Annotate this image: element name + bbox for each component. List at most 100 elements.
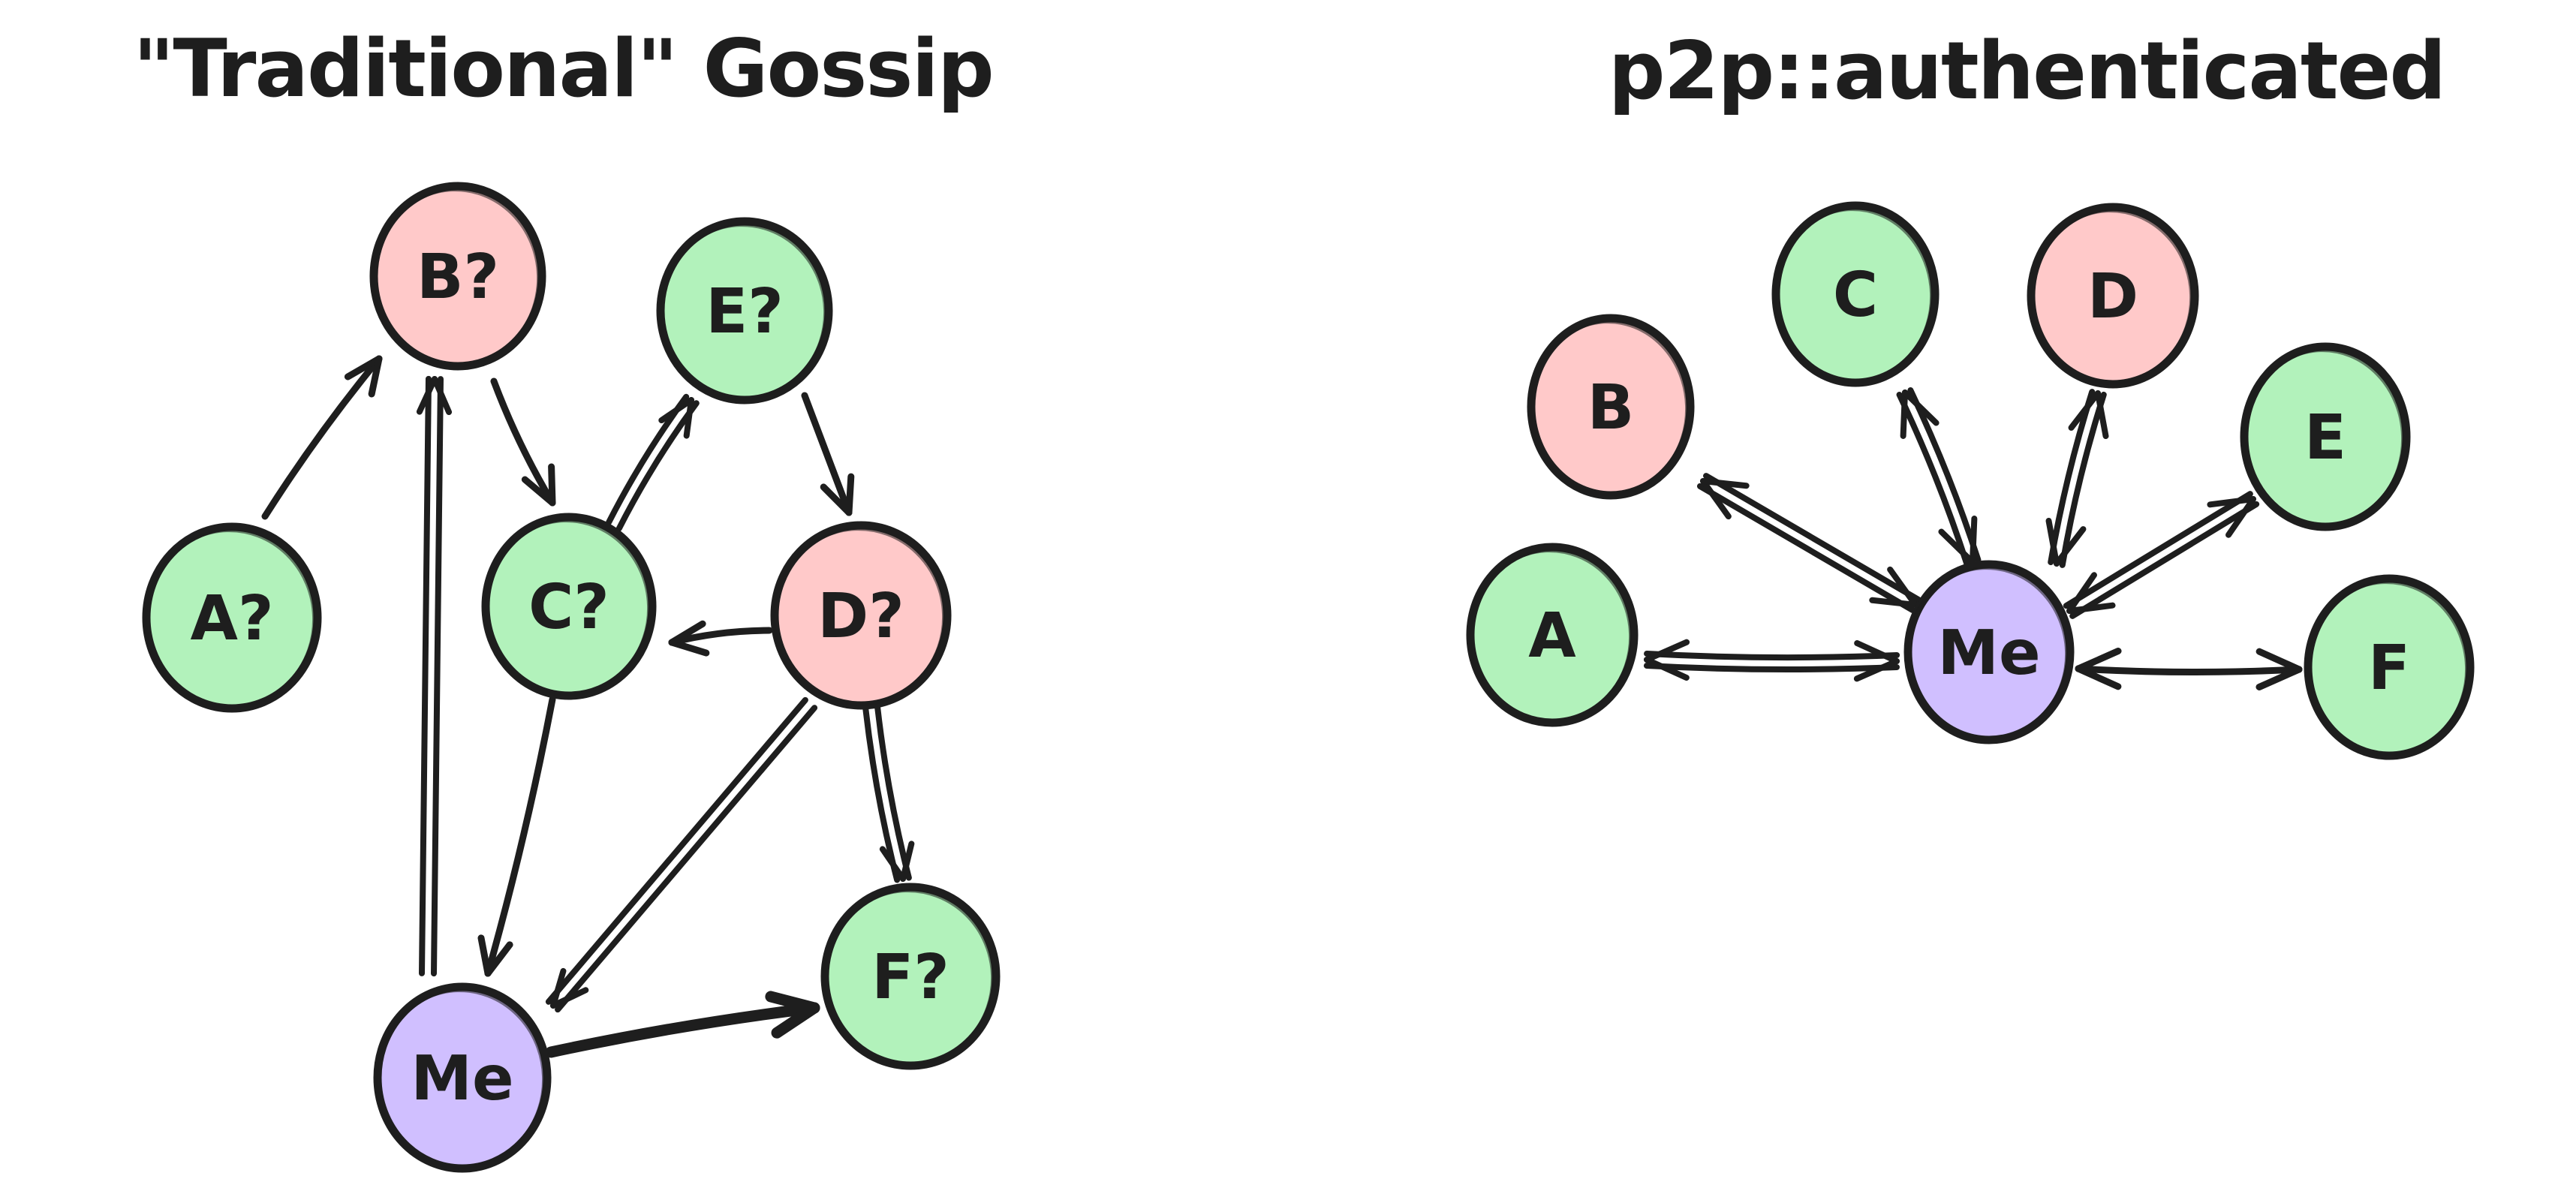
node-traditional-gossip-e: E?: [656, 217, 833, 405]
node-label-traditional-gossip-c: C?: [528, 572, 609, 643]
edge-traditional-gossip-a-to-b-arrowhead: [368, 355, 383, 398]
node-circle-sketch-b: [1529, 320, 1689, 497]
node-label-traditional-gossip-me: Me: [411, 1043, 513, 1114]
node-circle-sketch-e: [658, 224, 827, 402]
node-label-traditional-gossip-d: D?: [817, 581, 904, 652]
edge-traditional-gossip-me-to-f-arrowhead: [771, 1002, 820, 1039]
node-circle-sketch-d: [772, 528, 946, 707]
node-p2p-authenticated-a: A: [1466, 543, 1639, 727]
node-traditional-gossip-me: Me: [373, 982, 552, 1173]
edge-traditional-gossip-c-to-e-arrowhead: [683, 397, 694, 439]
edge-traditional-gossip-b-to-c-arrowhead: [521, 476, 556, 507]
edge-p2p-authenticated-me-e-arrowhead: [2066, 602, 2116, 614]
edge-traditional-gossip-d-to-me: [545, 696, 808, 1005]
edge-traditional-gossip-a-to-b: [261, 355, 383, 520]
node-label-p2p-authenticated-b: B: [1587, 372, 1635, 444]
edge-p2p-authenticated-me-e: [2063, 491, 2253, 609]
edge-p2p-authenticated-me-c-arrowhead: [1970, 516, 1978, 565]
edge-traditional-gossip-c-to-e: [615, 400, 700, 532]
edge-p2p-authenticated-me-d: [2048, 389, 2096, 566]
edge-p2p-authenticated-me-c-arrowhead: [1938, 528, 1976, 565]
edge-p2p-authenticated-me-a-arrowhead: [1644, 657, 1690, 681]
node-circle-sketch-b: [372, 188, 540, 368]
edge-p2p-authenticated-me-c-arrowhead: [1900, 389, 1908, 439]
edge-p2p-authenticated-me-e: [2069, 501, 2260, 619]
edge-p2p-authenticated-me-a-arrowhead: [1644, 639, 1690, 663]
node-circle-sketch-f: [2306, 581, 2469, 757]
node-circle-sketch-f: [823, 889, 995, 1067]
node-p2p-authenticated-me: Me: [1903, 560, 2075, 744]
edge-traditional-gossip-e-to-d-arrowhead: [845, 473, 855, 516]
node-p2p-authenticated-e: E: [2240, 342, 2411, 531]
node-circle-sketch-me: [1906, 567, 2069, 741]
node-circle-sketch-c: [483, 519, 651, 697]
edge-traditional-gossip-e-to-d: [801, 392, 853, 516]
node-label-p2p-authenticated-c: C: [1833, 260, 1878, 331]
edge-traditional-gossip-d-to-f-arrowhead: [900, 841, 915, 882]
edge-p2p-authenticated-me-f-arrowhead: [2256, 648, 2303, 673]
edge-traditional-gossip-d-to-c: [668, 627, 773, 646]
edge-p2p-authenticated-me-b-arrowhead: [1887, 566, 1918, 608]
edge-p2p-authenticated-me-b-arrowhead: [1700, 478, 1750, 489]
node-circle-sketch-me: [375, 989, 546, 1170]
node-label-traditional-gossip-b: B?: [417, 242, 499, 313]
edge-p2p-authenticated-me-e-arrowhead: [2066, 572, 2097, 614]
node-circle-sketch-c: [1774, 208, 1934, 384]
edge-p2p-authenticated-me-a-arrowhead: [1853, 658, 1900, 682]
edge-p2p-authenticated-me-a-arrowhead: [1854, 640, 1900, 664]
edge-traditional-gossip-me-to-b-arrowhead: [432, 376, 453, 416]
node-label-traditional-gossip-f: F?: [871, 942, 949, 1013]
edge-traditional-gossip-d-to-f-arrowhead: [879, 846, 906, 882]
edge-p2p-authenticated-me-f-arrowhead: [2256, 666, 2303, 690]
edge-traditional-gossip-c-to-e-arrowhead: [658, 397, 694, 424]
node-traditional-gossip-f: F?: [820, 883, 1001, 1070]
node-traditional-gossip-d: D?: [770, 521, 952, 710]
node-circle-sketch-a: [144, 529, 316, 710]
node-label-p2p-authenticated-d: D: [2087, 261, 2138, 332]
node-label-traditional-gossip-e: E?: [706, 276, 784, 347]
edge-traditional-gossip-c-to-e: [606, 393, 690, 525]
node-circle-sketch-e: [2242, 349, 2405, 528]
edge-traditional-gossip-me-to-b: [419, 375, 432, 976]
node-label-p2p-authenticated-a: A: [1528, 600, 1576, 672]
node-label-p2p-authenticated-me: Me: [1937, 618, 2040, 689]
edge-p2p-authenticated-me-b-arrowhead: [1869, 597, 1918, 608]
edge-p2p-authenticated-me-f: [2075, 665, 2303, 676]
edge-p2p-authenticated-me-b: [1703, 473, 1922, 603]
edge-traditional-gossip-d-to-f: [874, 702, 912, 881]
edge-p2p-authenticated-me-e-arrowhead: [2225, 496, 2256, 538]
node-label-p2p-authenticated-f: F: [2368, 633, 2410, 704]
node-traditional-gossip-c: C?: [481, 513, 657, 700]
edge-traditional-gossip-b-to-c: [490, 377, 556, 507]
edge-p2p-authenticated-me-a: [1644, 651, 1900, 661]
node-traditional-gossip-a: A?: [142, 522, 322, 713]
node-p2p-authenticated-f: F: [2304, 574, 2475, 760]
edge-p2p-authenticated-me-c-arrowhead: [1902, 389, 1940, 426]
edge-p2p-authenticated-me-b-arrowhead: [1700, 478, 1732, 520]
edge-p2p-authenticated-me-d: [2059, 391, 2107, 568]
edge-traditional-gossip-me-to-b-arrowhead: [416, 376, 438, 415]
edge-p2p-authenticated-me-e-arrowhead: [2207, 496, 2256, 508]
edge-traditional-gossip-c-to-me-arrowhead: [477, 934, 492, 977]
edge-p2p-authenticated-me-f-arrowhead: [2075, 648, 2122, 672]
edge-p2p-authenticated-me-f-arrowhead: [2075, 665, 2122, 690]
node-traditional-gossip-b: B?: [369, 182, 546, 371]
edge-traditional-gossip-a-to-b-arrowhead: [344, 355, 383, 380]
node-label-p2p-authenticated-e: E: [2304, 402, 2346, 474]
edge-traditional-gossip-d-to-me: [555, 705, 818, 1013]
edge-traditional-gossip-d-to-c-arrowhead: [668, 639, 710, 657]
edge-traditional-gossip-me-to-f: [545, 1002, 820, 1058]
node-circle-sketch-d: [2029, 209, 2193, 386]
edge-traditional-gossip-d-to-me-arrowhead: [550, 967, 567, 1009]
left-panel-title: "Traditional" Gossip: [133, 23, 994, 115]
edge-traditional-gossip-e-to-d-arrowhead: [820, 483, 853, 516]
edge-p2p-authenticated-me-d-arrowhead: [2045, 517, 2060, 567]
node-p2p-authenticated-d: D: [2027, 203, 2199, 389]
edge-p2p-authenticated-me-b: [1696, 483, 1915, 613]
node-label-traditional-gossip-a: A?: [190, 583, 273, 654]
edge-p2p-authenticated-me-c: [1896, 391, 1970, 567]
edge-p2p-authenticated-me-d-arrowhead: [2095, 390, 2109, 440]
edge-traditional-gossip-d-to-c-arrowhead: [668, 620, 706, 646]
